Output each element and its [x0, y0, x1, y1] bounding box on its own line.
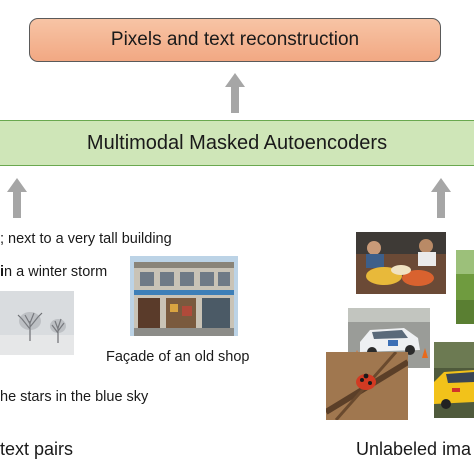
landscape-photo	[456, 250, 474, 324]
caption-winter-storm-text: n a winter storm	[4, 264, 108, 280]
caption-winter-storm-prefix: i	[0, 264, 5, 280]
taxi-photo	[434, 342, 474, 418]
caption-tall-building: ; next to a very tall building	[0, 231, 172, 247]
footer-left-label: text pairs	[0, 439, 74, 459]
model-band: Multimodal Masked Autoencoders	[0, 120, 474, 166]
old-shop-photo	[130, 256, 238, 336]
up-arrow-left	[7, 178, 27, 218]
caption-shop: Façade of an old shop	[106, 349, 250, 365]
reconstruction-label: Pixels and text reconstruction	[110, 29, 360, 50]
winter-trees-photo	[0, 291, 74, 355]
caption-winter-storm: in a winter storm	[0, 265, 107, 280]
ladybug-photo	[326, 352, 408, 420]
reconstruction-box: Pixels and text reconstruction	[29, 18, 441, 62]
caption-stars: he stars in the blue sky	[0, 389, 149, 405]
up-arrow-to-output	[225, 73, 245, 113]
footer-right-label: Unlabeled ima	[356, 439, 472, 459]
up-arrow-right	[431, 178, 451, 218]
model-label: Multimodal Masked Autoencoders	[86, 131, 388, 154]
market-photo	[356, 232, 446, 294]
